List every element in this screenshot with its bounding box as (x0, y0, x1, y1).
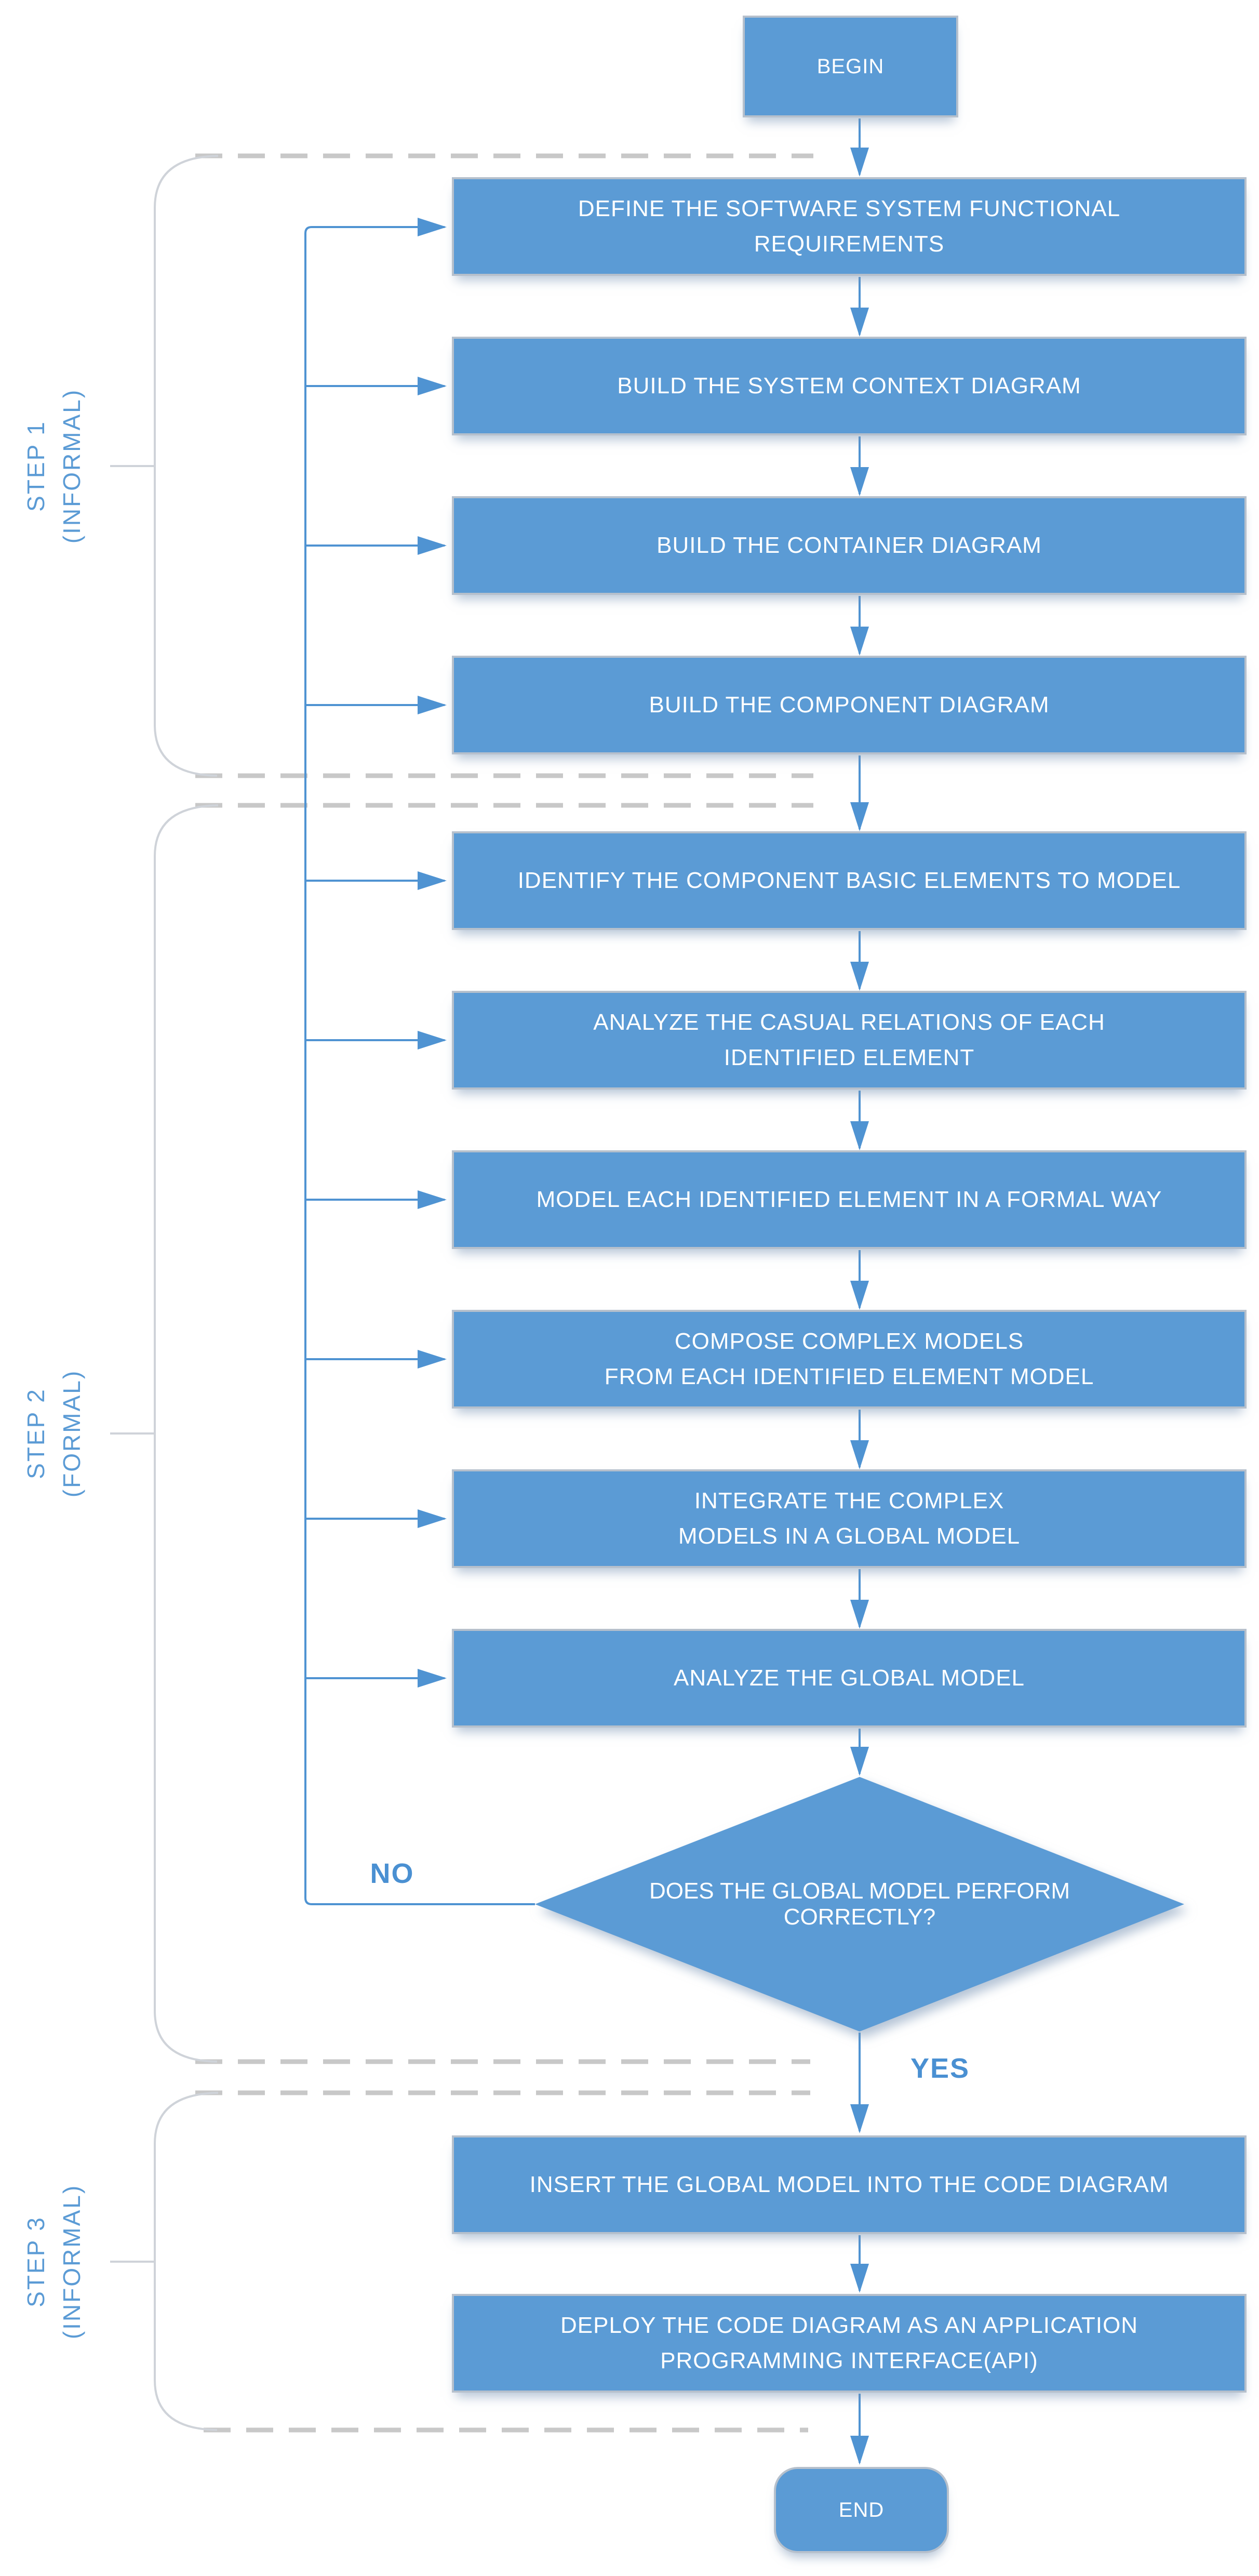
process-compose-complex-models: COMPOSE COMPLEX MODELS FROM EACH IDENTIF… (452, 1310, 1247, 1409)
begin-terminal: BEGIN (743, 16, 958, 117)
step2-section-label: STEP 2 (FORMAL) (22, 1369, 85, 1498)
decision-label: DOES THE GLOBAL MODEL PERFORM CORRECTLY? (649, 1878, 1070, 1930)
process-label: BUILD THE SYSTEM CONTEXT DIAGRAM (617, 373, 1081, 399)
section-separator-lines (195, 153, 813, 2433)
process-label: IDENTIFY THE COMPONENT BASIC ELEMENTS TO… (517, 867, 1181, 893)
begin-label: BEGIN (816, 55, 885, 78)
process-identify-basic-elements: IDENTIFY THE COMPONENT BASIC ELEMENTS TO… (452, 831, 1247, 930)
process-label: MODEL EACH IDENTIFIED ELEMENT IN A FORMA… (536, 1186, 1162, 1212)
end-label: END (838, 2499, 885, 2521)
step1-section-label: STEP 1 (INFORMAL) (22, 388, 85, 544)
process-label: INTEGRATE THE COMPLEX MODELS IN A GLOBAL… (678, 1488, 1021, 1549)
process-deploy-code-diagram-api: DEPLOY THE CODE DIAGRAM AS AN APPLICATIO… (452, 2294, 1247, 2393)
process-label: DEFINE THE SOFTWARE SYSTEM FUNCTIONAL RE… (578, 195, 1121, 257)
process-define-functional-requirements: DEFINE THE SOFTWARE SYSTEM FUNCTIONAL RE… (452, 177, 1247, 276)
process-model-each-element: MODEL EACH IDENTIFIED ELEMENT IN A FORMA… (452, 1150, 1247, 1249)
process-label: COMPOSE COMPLEX MODELS FROM EACH IDENTIF… (604, 1328, 1094, 1389)
decision-diamond-shape: DOES THE GLOBAL MODEL PERFORM CORRECTLY? (535, 1777, 1184, 2031)
process-label: ANALYZE THE CASUAL RELATIONS OF EACH IDE… (593, 1009, 1105, 1070)
step3-section-label: STEP 3 (INFORMAL) (22, 2184, 85, 2340)
process-analyze-global-model: ANALYZE THE GLOBAL MODEL (452, 1629, 1247, 1728)
process-label: ANALYZE THE GLOBAL MODEL (673, 1665, 1025, 1691)
no-edge-label: NO (370, 1858, 414, 1889)
process-label: INSERT THE GLOBAL MODEL INTO THE CODE DI… (529, 2171, 1169, 2197)
process-label: BUILD THE CONTAINER DIAGRAM (657, 532, 1042, 558)
process-integrate-complex-models: INTEGRATE THE COMPLEX MODELS IN A GLOBAL… (452, 1469, 1247, 1568)
process-insert-global-model-code-diagram: INSERT THE GLOBAL MODEL INTO THE CODE DI… (452, 2135, 1247, 2234)
process-analyze-casual-relations: ANALYZE THE CASUAL RELATIONS OF EACH IDE… (452, 991, 1247, 1090)
yes-edge-label: YES (910, 2053, 970, 2084)
process-label: BUILD THE COMPONENT DIAGRAM (649, 692, 1050, 718)
process-build-system-context-diagram: BUILD THE SYSTEM CONTEXT DIAGRAM (452, 337, 1247, 435)
process-build-container-diagram: BUILD THE CONTAINER DIAGRAM (452, 496, 1247, 595)
step-brackets (110, 155, 219, 2431)
no-feedback-path (304, 218, 535, 1905)
process-label: DEPLOY THE CODE DIAGRAM AS AN APPLICATIO… (560, 2312, 1138, 2373)
decision-global-model-performs: DOES THE GLOBAL MODEL PERFORM CORRECTLY? (535, 1777, 1184, 2031)
end-terminal: END (774, 2467, 949, 2553)
process-build-component-diagram: BUILD THE COMPONENT DIAGRAM (452, 656, 1247, 754)
